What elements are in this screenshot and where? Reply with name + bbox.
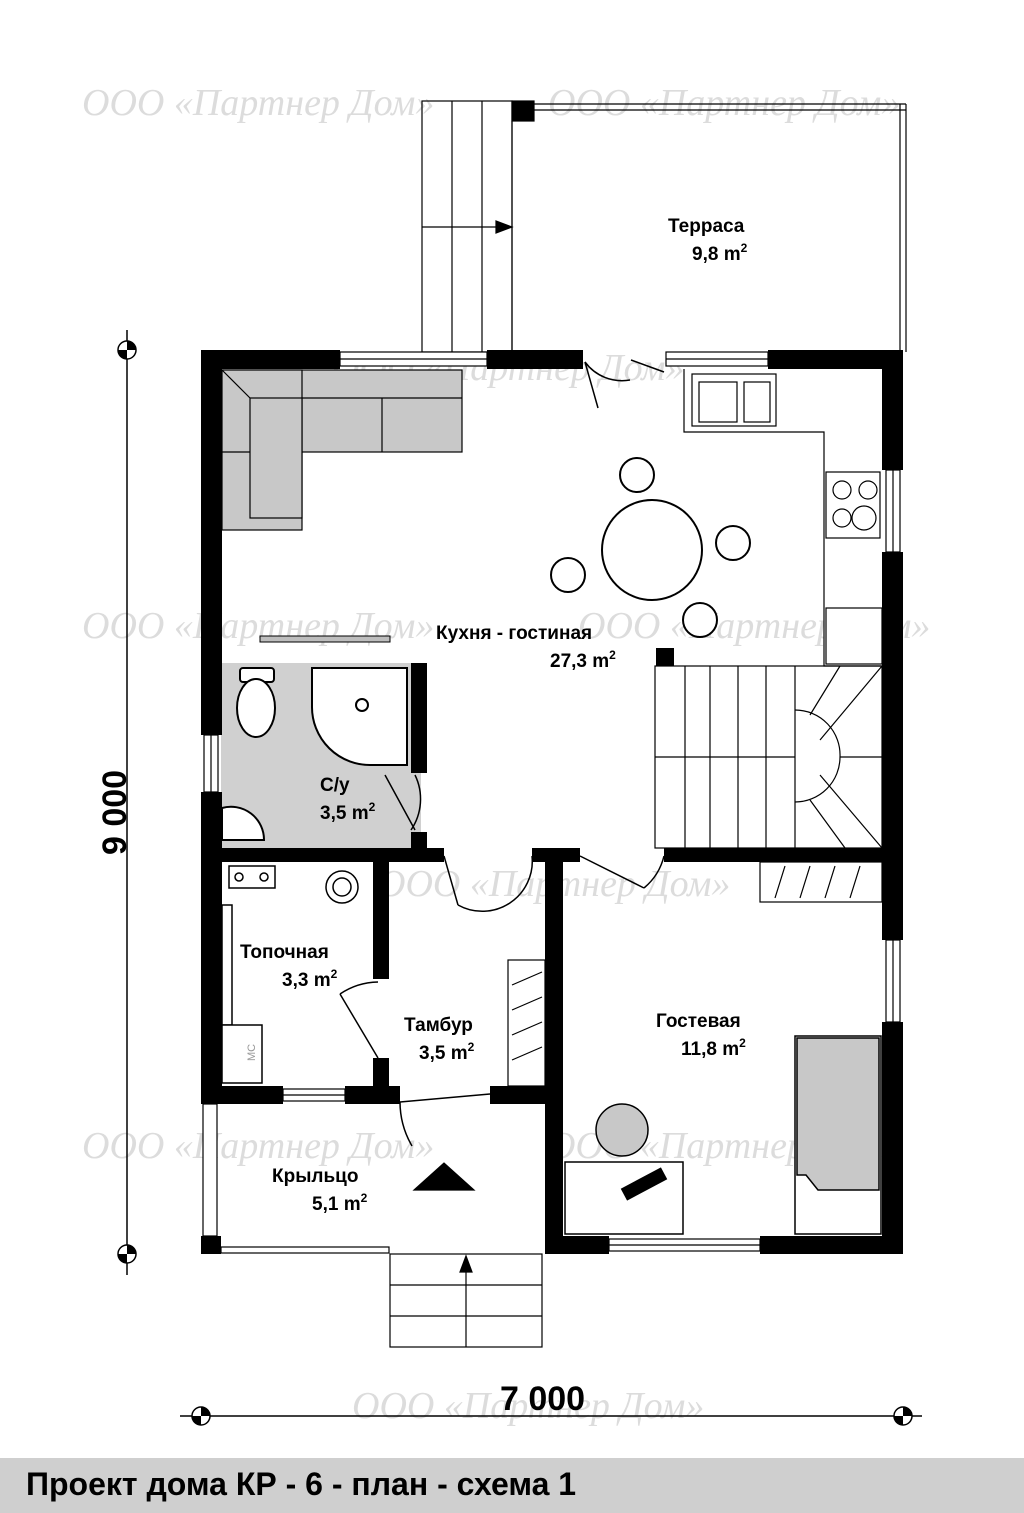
- room-area: 27,3 m2: [550, 648, 616, 672]
- washer-label: МС: [246, 1044, 258, 1061]
- width-dimension: 7 000: [500, 1380, 585, 1418]
- guest-furniture: [564, 1035, 882, 1235]
- stairs: [654, 665, 883, 849]
- room-area: 3,5 m2: [320, 800, 376, 824]
- room-area: 3,3 m2: [282, 967, 338, 991]
- project-title: Проект дома КР - 6 - план - схема 1: [26, 1466, 577, 1502]
- floor-plan: ООО «Партнер Дом» ООО «Партнер Дом» ООО …: [82, 82, 930, 1427]
- room-name: Тамбур: [404, 1015, 473, 1036]
- dining-set: [550, 457, 751, 638]
- doors: [339, 359, 665, 1147]
- boiler-fixtures: [221, 865, 359, 1084]
- room-area: 11,8 m2: [681, 1036, 746, 1060]
- room-area: 9,8 m2: [692, 241, 748, 265]
- dim-marker-icon: [893, 1406, 913, 1426]
- room-labels: Терраса 9,8 m2 Кухня - гостиная 27,3 m2 …: [240, 216, 748, 1215]
- watermark: ООО «Партнер Дом»: [352, 1385, 704, 1427]
- footer-bar: Проект дома КР - 6 - план - схема 1: [0, 1458, 1024, 1513]
- watermark: ООО «Партнер Дом»: [548, 82, 900, 124]
- dim-marker-icon: [117, 1244, 137, 1264]
- height-dimension: 9 000: [96, 770, 134, 855]
- room-name: С/у: [320, 775, 350, 796]
- terrace: [421, 100, 907, 353]
- room-name: Топочная: [240, 942, 329, 963]
- watermark: ООО «Партнер Дом»: [82, 1125, 434, 1167]
- wardrobes: [507, 861, 883, 1087]
- room-name: Кухня - гостиная: [436, 623, 592, 644]
- tv-stand: [259, 635, 391, 643]
- room-name: Гостевая: [656, 1011, 741, 1032]
- dim-marker-icon: [117, 340, 137, 360]
- dimensions: 9 000 7 000: [96, 330, 922, 1426]
- sofa: [221, 369, 463, 531]
- walls: [201, 350, 903, 1254]
- room-name: Терраса: [668, 216, 745, 237]
- room-area: 3,5 m2: [419, 1040, 475, 1064]
- bath-fixtures: [221, 667, 408, 841]
- porch: [389, 1162, 543, 1348]
- windows: [202, 351, 901, 1254]
- watermark: ООО «Партнер Дом»: [82, 82, 434, 124]
- room-area: 5,1 m2: [312, 1191, 368, 1215]
- room-name: Крыльцо: [272, 1166, 358, 1187]
- dim-marker-icon: [191, 1406, 211, 1426]
- watermarks: ООО «Партнер Дом» ООО «Партнер Дом» ООО …: [82, 82, 930, 1427]
